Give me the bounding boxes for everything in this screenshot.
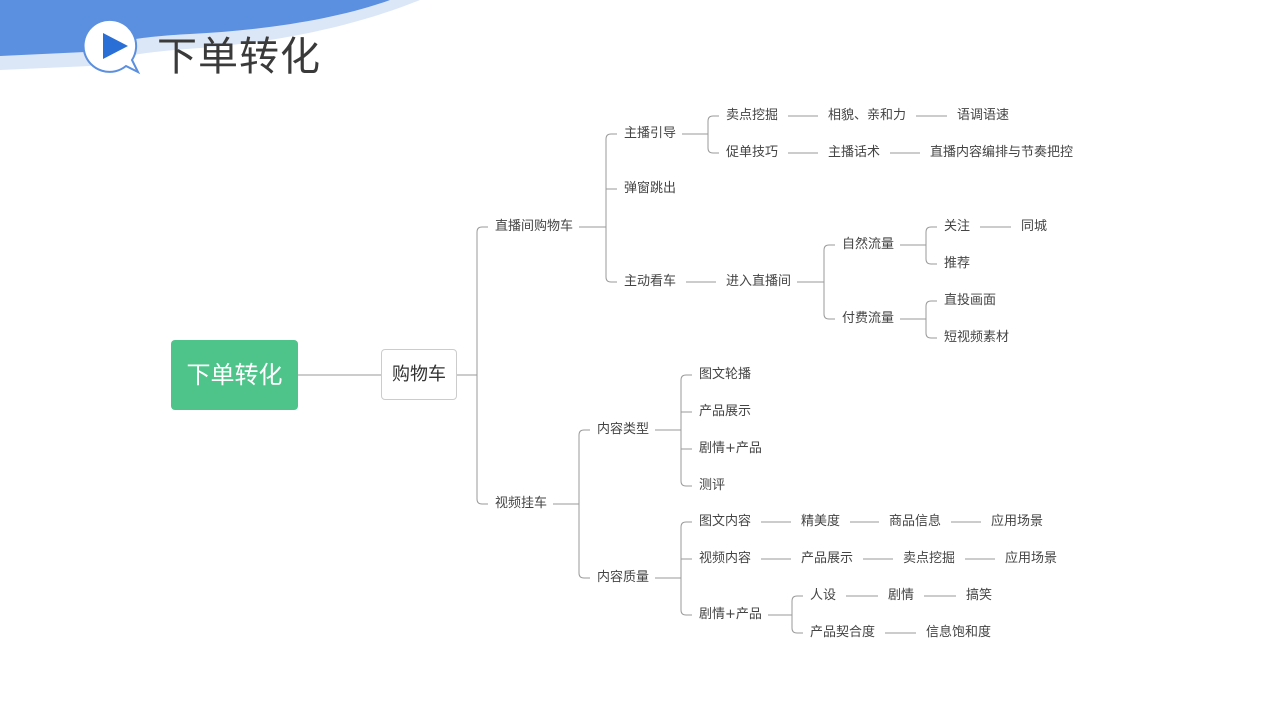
- mindmap-node: 产品契合度: [810, 625, 876, 640]
- connector-line: [680, 521, 692, 528]
- connector-line: [680, 374, 692, 381]
- mindmap-node: 直投画面: [944, 293, 997, 308]
- mindmap-node: 语调语速: [957, 108, 1010, 123]
- connector-line: [791, 627, 803, 634]
- mindmap-node: 产品展示: [699, 404, 752, 419]
- connector-line: [578, 429, 590, 436]
- mindmap-node: 人设: [810, 588, 837, 603]
- connector-line: [925, 226, 937, 233]
- mindmap-node: 精美度: [801, 514, 841, 529]
- mindmap-node: 测评: [699, 478, 726, 493]
- connector-line: [707, 115, 719, 122]
- connector-line: [578, 572, 590, 579]
- mindmap-node: 付费流量: [842, 311, 895, 326]
- connector-line: [605, 276, 617, 283]
- header-wave: [0, 0, 420, 75]
- connector-line: [823, 244, 835, 251]
- mindmap-node: 弹窗跳出: [624, 181, 677, 196]
- mindmap-node: 视频内容: [699, 551, 752, 566]
- connector-line: [707, 147, 719, 154]
- mindmap-node: 商品信息: [889, 514, 942, 529]
- connector-line: [925, 258, 937, 265]
- mindmap-node: 内容质量: [597, 570, 650, 585]
- connector-line: [680, 609, 692, 616]
- mindmap-node: 应用场景: [991, 514, 1044, 529]
- page-title: 下单转化: [157, 34, 321, 80]
- mindmap-node: 卖点挖掘: [726, 108, 779, 123]
- mindmap-node: 内容类型: [597, 422, 650, 437]
- connector-line: [476, 226, 488, 233]
- connector-line: [925, 332, 937, 339]
- play-speech-bubble-icon: [82, 18, 141, 75]
- mindmap-node: 剧情+产品: [699, 441, 762, 456]
- connector-line: [925, 300, 937, 307]
- mindmap-node: 图文内容: [699, 514, 752, 529]
- branch-node-cart: 购物车: [381, 349, 457, 400]
- mindmap-node: 卖点挖掘: [903, 551, 956, 566]
- mindmap-node: 搞笑: [966, 588, 993, 603]
- mindmap-node: 剧情: [888, 588, 915, 603]
- mindmap-node: 剧情+产品: [699, 607, 762, 622]
- mindmap-node: 主动看车: [624, 274, 677, 289]
- connector-line: [680, 480, 692, 487]
- mindmap-node: 促单技巧: [726, 145, 779, 160]
- connector-line: [605, 133, 617, 140]
- mindmap-node: 视频挂车: [495, 496, 548, 511]
- mindmap-node: 同城: [1021, 219, 1048, 234]
- mindmap-node: 产品展示: [801, 551, 854, 566]
- mindmap-node: 主播话术: [828, 145, 881, 160]
- root-node: 下单转化: [171, 340, 298, 410]
- connector-line: [476, 498, 488, 505]
- mindmap-node: 直播间购物车: [495, 219, 574, 234]
- mindmap-node: 进入直播间: [726, 274, 792, 289]
- connector-line: [823, 313, 835, 320]
- mindmap-node: 关注: [944, 219, 971, 234]
- mindmap-node: 短视频素材: [944, 330, 1010, 345]
- mindmap-node: 图文轮播: [699, 367, 752, 382]
- mindmap-node: 推荐: [944, 256, 971, 271]
- connector-line: [791, 595, 803, 602]
- mindmap-node: 应用场景: [1005, 551, 1058, 566]
- mindmap-node: 直播内容编排与节奏把控: [930, 145, 1074, 160]
- mindmap-node: 主播引导: [624, 126, 677, 141]
- mindmap-node: 相貌、亲和力: [828, 108, 907, 123]
- mindmap-node: 自然流量: [842, 237, 895, 252]
- mindmap-node: 信息饱和度: [926, 625, 992, 640]
